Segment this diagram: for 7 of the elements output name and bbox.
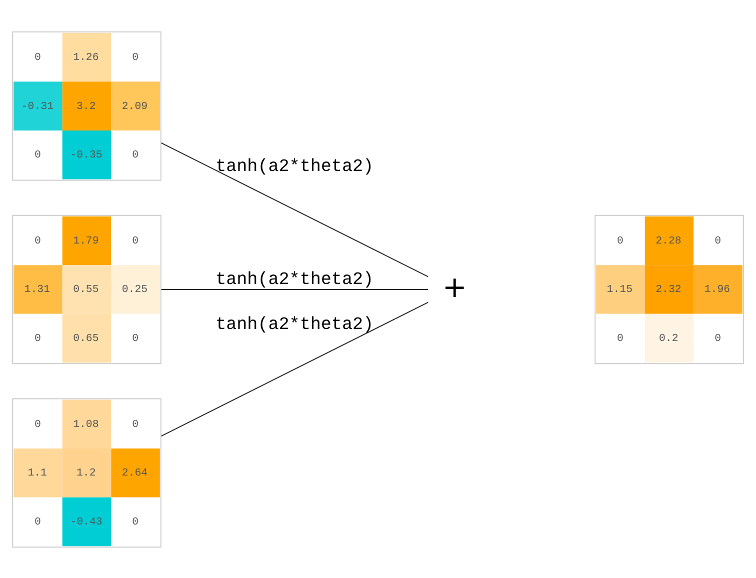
connector xyxy=(160,301,429,436)
connector xyxy=(160,288,429,290)
node-text: + xyxy=(442,269,467,304)
edge-label: tanh(a2*theta2) xyxy=(216,156,374,176)
edge-label: tanh(a2*theta2) xyxy=(216,270,374,290)
edge-label: tanh(a2*theta2) xyxy=(216,314,374,334)
connector xyxy=(160,142,429,277)
